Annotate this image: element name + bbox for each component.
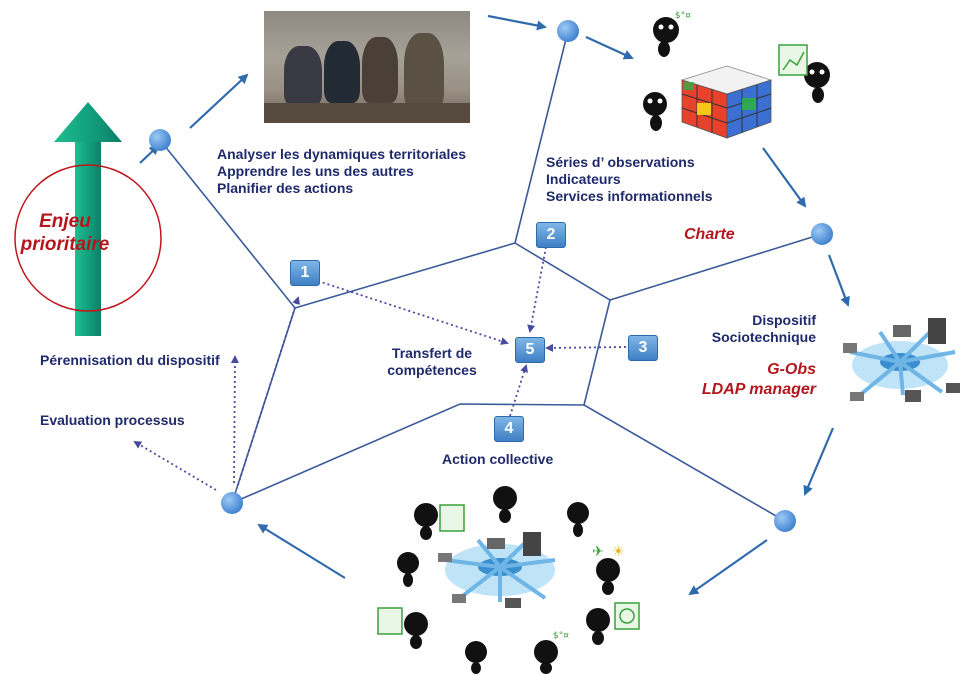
node-number-4: 4 [494, 416, 524, 442]
svg-text:☀: ☀ [612, 544, 625, 560]
node-number-3: 3 [628, 335, 658, 361]
pole3-text: Dispositif Sociotechnique [690, 312, 816, 346]
node-number-2: 2 [536, 222, 566, 248]
pole1-line2: Apprendre les uns des autres [217, 163, 414, 179]
node-bottom-left [221, 492, 243, 514]
character-icons-top: $°¤ [643, 11, 830, 131]
label-evaluation: Evaluation processus [40, 412, 185, 428]
pole2-highlight: Charte [684, 226, 735, 243]
network-lines [159, 30, 823, 521]
center-label: Transfert de compétences [382, 345, 482, 379]
svg-text:✈: ✈ [592, 544, 604, 560]
goal-circle [14, 164, 162, 312]
rubiks-cube-icon [680, 65, 773, 139]
svg-text:$°¤: $°¤ [675, 11, 691, 21]
network-devices-icon [843, 318, 960, 402]
photo-group-workshop [264, 11, 470, 123]
label-perennisation: Pérennisation du dispositif [40, 352, 220, 368]
node-top [557, 20, 579, 42]
pole2-line2: Indicateurs [546, 171, 621, 187]
goal-line2: prioritaire [20, 234, 110, 255]
node-number-1: 1 [290, 260, 320, 286]
pole2-line3: Services informationnels [546, 188, 713, 204]
pole1-text: Analyser les dynamiques territoriales Ap… [217, 146, 466, 197]
node-number-5: 5 [515, 337, 545, 363]
dotted-arrows [133, 246, 627, 491]
pole2-line1: Séries d’ observations [546, 154, 695, 170]
center-line1: Transfert de [391, 345, 473, 361]
character-icons-bottom: ✈ ☀ $°¤ [377, 486, 640, 674]
pole3-line2: Sociotechnique [711, 329, 816, 345]
network-devices-bottom-icon [438, 532, 556, 608]
node-bottom-right [774, 510, 796, 532]
goal-label: Enjeu prioritaire [20, 210, 110, 256]
pole1-line3: Planifier des actions [217, 180, 354, 196]
pole2-text: Séries d’ observations Indicateurs Servi… [546, 154, 713, 205]
node-right [811, 223, 833, 245]
pole3-highlight-ldap: LDAP manager [701, 381, 816, 398]
pole3-line1: Dispositif [752, 312, 816, 328]
center-line2: compétences [387, 362, 477, 378]
pole4-label: Action collective [442, 451, 554, 467]
goal-arrow [54, 102, 122, 336]
node-top-left [149, 129, 171, 151]
goal-line1: Enjeu [39, 211, 91, 232]
svg-text:$°¤: $°¤ [553, 631, 569, 641]
network-nodes [149, 20, 833, 532]
pole1-line1: Analyser les dynamiques territoriales [217, 146, 466, 162]
pole3-highlight-gobs: G-Obs [767, 361, 816, 378]
